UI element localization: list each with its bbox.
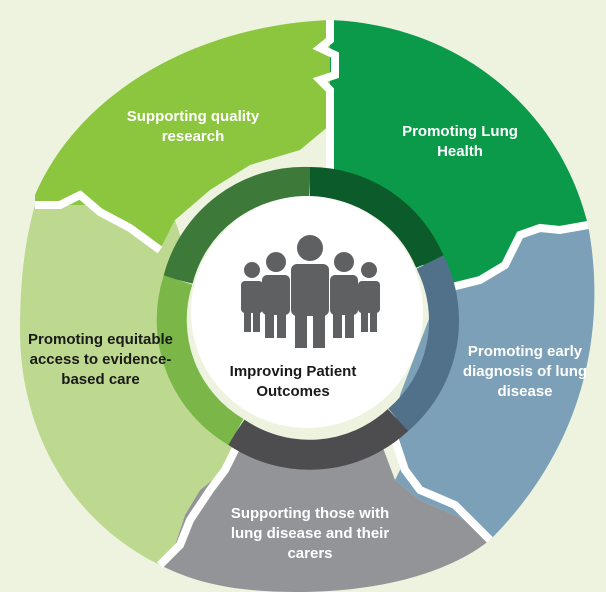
segment-access bbox=[20, 205, 240, 565]
center-title: Improving Patient Outcomes bbox=[229, 363, 357, 400]
inner-ring bbox=[156, 166, 459, 470]
segment-label-diagnosis: Promoting early diagnosis of lung diseas… bbox=[462, 343, 588, 400]
segment-label-research: Supporting quality research bbox=[126, 108, 260, 145]
segment-support bbox=[160, 440, 490, 592]
segment-label-lung-health: Promoting Lung Health bbox=[402, 123, 518, 160]
segment-research bbox=[35, 20, 330, 250]
segment-label-support: Supporting those with lung disease and t… bbox=[230, 505, 390, 562]
segment-label-access: Promoting equitable access to evidence-b… bbox=[28, 331, 174, 388]
people-group-icon bbox=[241, 235, 380, 348]
segment-lung-health bbox=[330, 20, 588, 290]
segment-separators bbox=[35, 20, 589, 568]
